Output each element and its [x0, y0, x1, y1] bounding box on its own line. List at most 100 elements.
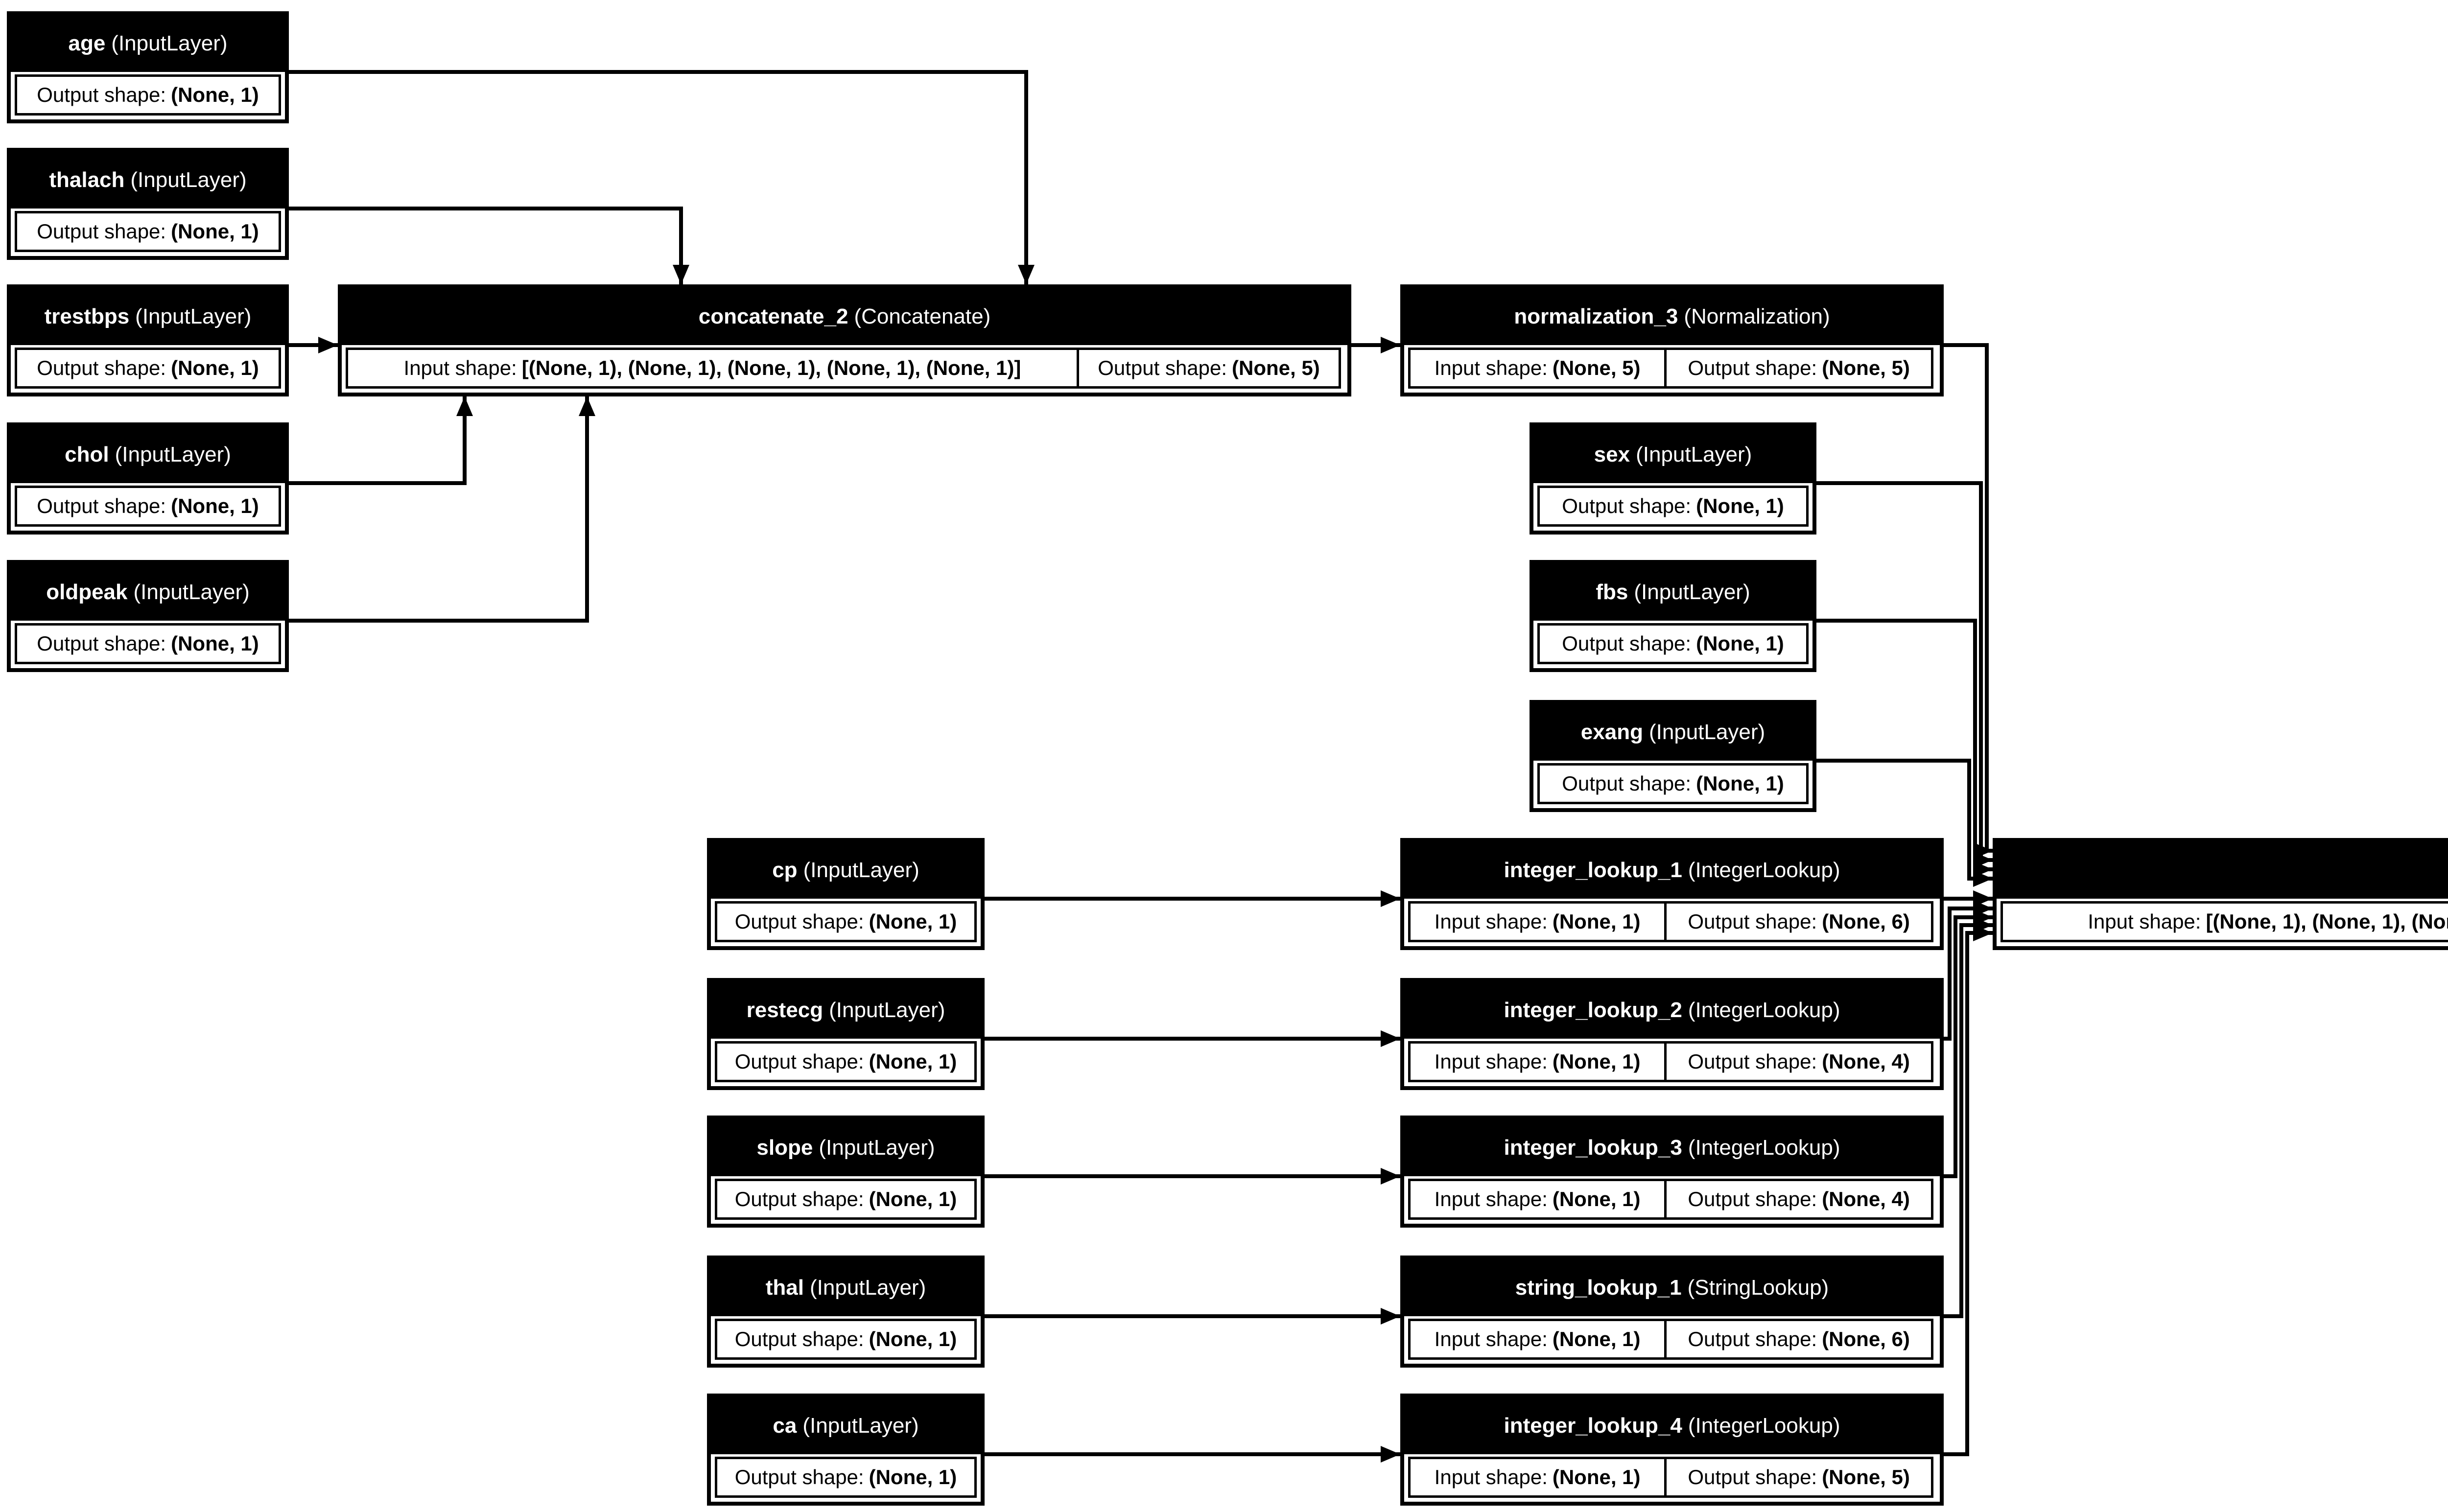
arrowhead-thal-to-string_lookup_1: [1381, 1308, 1400, 1325]
layer-class: (InputLayer): [802, 1414, 919, 1438]
shape-label: Output shape:: [1098, 356, 1227, 379]
layer-title: integer_lookup_3(IntegerLookup): [1404, 1119, 1940, 1176]
layer-name: integer_lookup_2: [1504, 998, 1682, 1022]
layer-shapes-row: Output shape:(None, 1): [1533, 483, 1812, 531]
shape-label: Output shape:: [37, 83, 166, 106]
layer-shapes-row: Input shape:[(None, 1), (None, 1), (None…: [1997, 899, 2448, 946]
input-shape-cell: Input shape:(None, 5): [1408, 348, 1667, 389]
layer-class: (InputLayer): [130, 168, 247, 192]
arrowhead-exang-to-concatenate_3: [1973, 870, 1993, 887]
output-shape-cell: Output shape:(None, 1): [715, 901, 977, 942]
layer-name: cp: [772, 858, 798, 882]
shape-value: (None, 1): [171, 220, 259, 243]
layer-title: thalach(InputLayer): [11, 152, 285, 209]
layer-name: sex: [1594, 442, 1630, 466]
arrowhead-oldpeak-to-concatenate_2: [579, 396, 595, 416]
layer-title: concatenate_2(Concatenate): [342, 288, 1347, 345]
shape-label: Output shape:: [1562, 494, 1692, 517]
arrowhead-slope-to-integer_lookup_3: [1381, 1168, 1400, 1185]
edge-fbs-to-concatenate_3: [1816, 619, 1993, 871]
input-shape-cell: Input shape:(None, 1): [1408, 1041, 1667, 1082]
layer-name: integer_lookup_3: [1504, 1136, 1682, 1160]
layer-shapes-row: Input shape:(None, 1)Output shape:(None,…: [1404, 1176, 1940, 1224]
layer-node-exang: exang(InputLayer)Output shape:(None, 1): [1530, 700, 1816, 812]
arrowhead-cp-to-integer_lookup_1: [1381, 890, 1400, 907]
layer-shapes-row: Output shape:(None, 1): [711, 1176, 981, 1224]
layer-title: restecg(InputLayer): [711, 982, 981, 1039]
output-shape-cell: Output shape:(None, 1): [715, 1179, 977, 1220]
shape-label: Input shape:: [1434, 1465, 1548, 1489]
layer-node-thal: thal(InputLayer)Output shape:(None, 1): [707, 1256, 985, 1368]
layer-node-oldpeak: oldpeak(InputLayer)Output shape:(None, 1…: [7, 560, 289, 672]
layer-title: exang(InputLayer): [1533, 704, 1812, 761]
shape-value: (None, 1): [1552, 1050, 1641, 1073]
edge-oldpeak-to-concatenate_2: [289, 396, 589, 623]
layer-class: (InputLayer): [1648, 720, 1765, 744]
layer-shapes-row: Output shape:(None, 1): [711, 1039, 981, 1086]
layer-name: integer_lookup_4: [1504, 1414, 1682, 1438]
layer-shapes-row: Output shape:(None, 1): [11, 621, 285, 668]
output-shape-cell: Output shape:(None, 6): [1664, 1319, 1933, 1360]
layer-node-string_lookup_1: string_lookup_1(StringLookup)Input shape…: [1400, 1256, 1944, 1368]
shape-label: Output shape:: [1688, 356, 1817, 379]
shape-value: (None, 1): [1552, 1187, 1641, 1210]
layer-class: (InputLayer): [133, 580, 250, 604]
shape-label: Output shape:: [1562, 772, 1692, 795]
layer-name: exang: [1580, 720, 1643, 744]
shape-value: (None, 5): [1822, 1465, 1910, 1489]
layer-class: (IntegerLookup): [1688, 1136, 1840, 1160]
shape-value: (None, 5): [1552, 356, 1641, 379]
layer-name: thal: [765, 1276, 804, 1300]
layer-title: chol(InputLayer): [11, 426, 285, 483]
shape-label: Output shape:: [1688, 910, 1817, 933]
shape-value: [(None, 1), (None, 1), (None, 1), (None,…: [2206, 910, 2448, 933]
layer-class: (InputLayer): [1636, 442, 1752, 466]
shape-value: [(None, 1), (None, 1), (None, 1), (None,…: [521, 356, 1021, 379]
layer-name: chol: [65, 442, 109, 466]
output-shape-cell: Output shape:(None, 1): [15, 211, 281, 252]
arrowhead-thalach-to-concatenate_2: [673, 265, 689, 284]
edge-chol-to-concatenate_2: [289, 396, 467, 485]
layer-shapes-row: Input shape:(None, 1)Output shape:(None,…: [1404, 899, 1940, 946]
shape-value: (None, 5): [1232, 356, 1320, 379]
layer-name: normalization_3: [1514, 304, 1678, 328]
layer-node-concatenate_2: concatenate_2(Concatenate)Input shape:[(…: [338, 284, 1351, 396]
layer-class: (StringLookup): [1687, 1276, 1829, 1300]
layer-shapes-row: Output shape:(None, 1): [711, 1454, 981, 1502]
input-shape-cell: Input shape:[(None, 1), (None, 1), (None…: [346, 348, 1079, 389]
layer-node-integer_lookup_2: integer_lookup_2(IntegerLookup)Input sha…: [1400, 978, 1944, 1090]
layer-class: (InputLayer): [115, 442, 231, 466]
shape-label: Output shape:: [734, 1327, 864, 1350]
layer-title: thal(InputLayer): [711, 1259, 981, 1316]
output-shape-cell: Output shape:(None, 1): [1537, 486, 1809, 527]
layer-shapes-row: Output shape:(None, 1): [711, 899, 981, 946]
shape-value: (None, 1): [1696, 632, 1784, 655]
layer-shapes-row: Output shape:(None, 1): [11, 483, 285, 531]
shape-value: (None, 1): [869, 1465, 957, 1489]
shape-value: (None, 4): [1822, 1050, 1910, 1073]
layer-shapes-row: Output shape:(None, 1): [711, 1316, 981, 1364]
layer-name: trestbps: [44, 304, 130, 328]
shape-label: Output shape:: [37, 494, 166, 517]
shape-label: Output shape:: [734, 1465, 864, 1489]
layer-class: (InputLayer): [803, 858, 919, 882]
edge-integer_lookup_2-to-concatenate_3: [1944, 907, 1993, 1041]
edge-thalach-to-concatenate_2: [289, 207, 683, 284]
layer-node-ca: ca(InputLayer)Output shape:(None, 1): [707, 1394, 985, 1506]
layer-shapes-row: Output shape:(None, 1): [1533, 621, 1812, 668]
output-shape-cell: Output shape:(None, 1): [15, 74, 281, 116]
layer-shapes-row: Input shape:[(None, 1), (None, 1), (None…: [342, 345, 1347, 393]
layer-shapes-row: Input shape:(None, 1)Output shape:(None,…: [1404, 1039, 1940, 1086]
layer-class: (InputLayer): [810, 1276, 926, 1300]
arrowhead-integer_lookup_4-to-concatenate_3: [1973, 925, 1993, 941]
shape-value: (None, 1): [869, 1187, 957, 1210]
shape-label: Input shape:: [1434, 356, 1548, 379]
layer-title: string_lookup_1(StringLookup): [1404, 1259, 1940, 1316]
input-shape-cell: Input shape:[(None, 1), (None, 1), (None…: [2001, 901, 2448, 942]
shape-value: (None, 1): [869, 910, 957, 933]
shape-label: Input shape:: [1434, 1327, 1548, 1350]
layer-title: ca(InputLayer): [711, 1397, 981, 1454]
layer-shapes-row: Input shape:(None, 1)Output shape:(None,…: [1404, 1316, 1940, 1364]
input-shape-cell: Input shape:(None, 1): [1408, 1179, 1667, 1220]
